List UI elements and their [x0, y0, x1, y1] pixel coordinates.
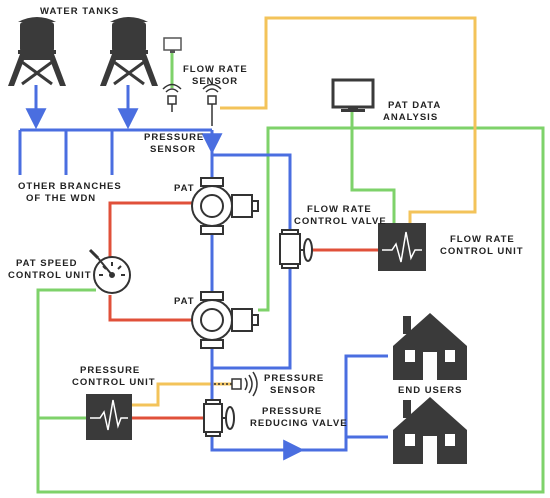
label-pat-speed-control-unit-1: PAT SPEED: [16, 258, 77, 269]
house-icon-bottom: [393, 397, 467, 464]
label-pressure-reducing-valve-2: REDUCING VALVE: [250, 418, 348, 429]
green-line-analysis-to-flow-unit: [350, 110, 396, 223]
yellow-line-flow-sensor-to-unit: [220, 16, 477, 223]
label-pressure-sensor-top-2: SENSOR: [150, 144, 196, 155]
pat-pump-icon-lower: [191, 291, 259, 349]
sensor-icon-right: [202, 83, 222, 126]
label-pat-speed-control-unit-2: CONTROL UNIT: [8, 270, 92, 281]
label-pat-lower: PAT: [174, 296, 195, 307]
monitor-icon-analysis: [331, 78, 375, 112]
flow-rate-control-unit-icon: [378, 223, 426, 271]
label-pressure-reducing-valve-1: PRESSURE: [262, 406, 322, 417]
flow-control-valve-icon: [279, 229, 313, 269]
label-flow-rate-control-valve-1: FLOW RATE: [307, 204, 372, 215]
label-pressure-control-unit-2: CONTROL UNIT: [72, 377, 156, 388]
red-line-upper-pat: [108, 201, 196, 265]
label-other-branches-1: OTHER BRANCHES: [18, 181, 122, 192]
label-pressure-control-unit-1: PRESSURE: [80, 365, 140, 376]
red-line-lower-pat: [108, 295, 196, 322]
label-other-branches-2: OF THE WDN: [26, 193, 96, 204]
pressure-reducing-valve-icon: [203, 399, 235, 437]
pipe-to-house-top: [300, 354, 388, 452]
water-tank-2: [100, 17, 158, 86]
label-flow-rate-sensor-2: SENSOR: [192, 76, 238, 87]
label-pat-data-analysis-1: PAT DATA: [388, 100, 441, 111]
label-pat-upper: PAT: [174, 183, 195, 194]
yellow-line-pressure-sensor-to-unit: [132, 382, 232, 407]
yellow-signal-lines: [132, 16, 477, 407]
label-pressure-sensor-bottom-1: PRESSURE: [264, 373, 324, 384]
green-signal-lines: [36, 50, 545, 494]
label-pat-data-analysis-2: ANALYSIS: [383, 112, 438, 123]
speed-gauge-icon: [88, 248, 131, 294]
green-line-lower-pat: [258, 255, 270, 312]
label-flow-rate-sensor-1: FLOW RATE: [183, 64, 248, 75]
sensor-icon-left: [162, 83, 182, 112]
monitor-icon-small: [163, 37, 182, 53]
water-tank-1: [8, 17, 66, 86]
pressure-control-unit-icon: [86, 394, 132, 440]
house-icon-top: [393, 313, 467, 380]
label-end-users: END USERS: [398, 385, 462, 396]
label-pressure-sensor-top-1: PRESSURE: [144, 132, 204, 143]
label-flow-rate-control-valve-2: CONTROL VALVE: [294, 216, 387, 227]
water-pipes: [18, 85, 388, 461]
pressure-sensor-icon: [214, 371, 258, 397]
pat-pump-icon-upper: [191, 177, 259, 235]
label-water-tanks: WATER TANKS: [40, 6, 119, 17]
label-pressure-sensor-bottom-2: SENSOR: [270, 385, 316, 396]
label-flow-rate-control-unit-1: FLOW RATE: [450, 234, 515, 245]
label-flow-rate-control-unit-2: CONTROL UNIT: [440, 246, 524, 257]
red-control-lines: [108, 201, 378, 420]
green-line-loop: [36, 126, 545, 494]
